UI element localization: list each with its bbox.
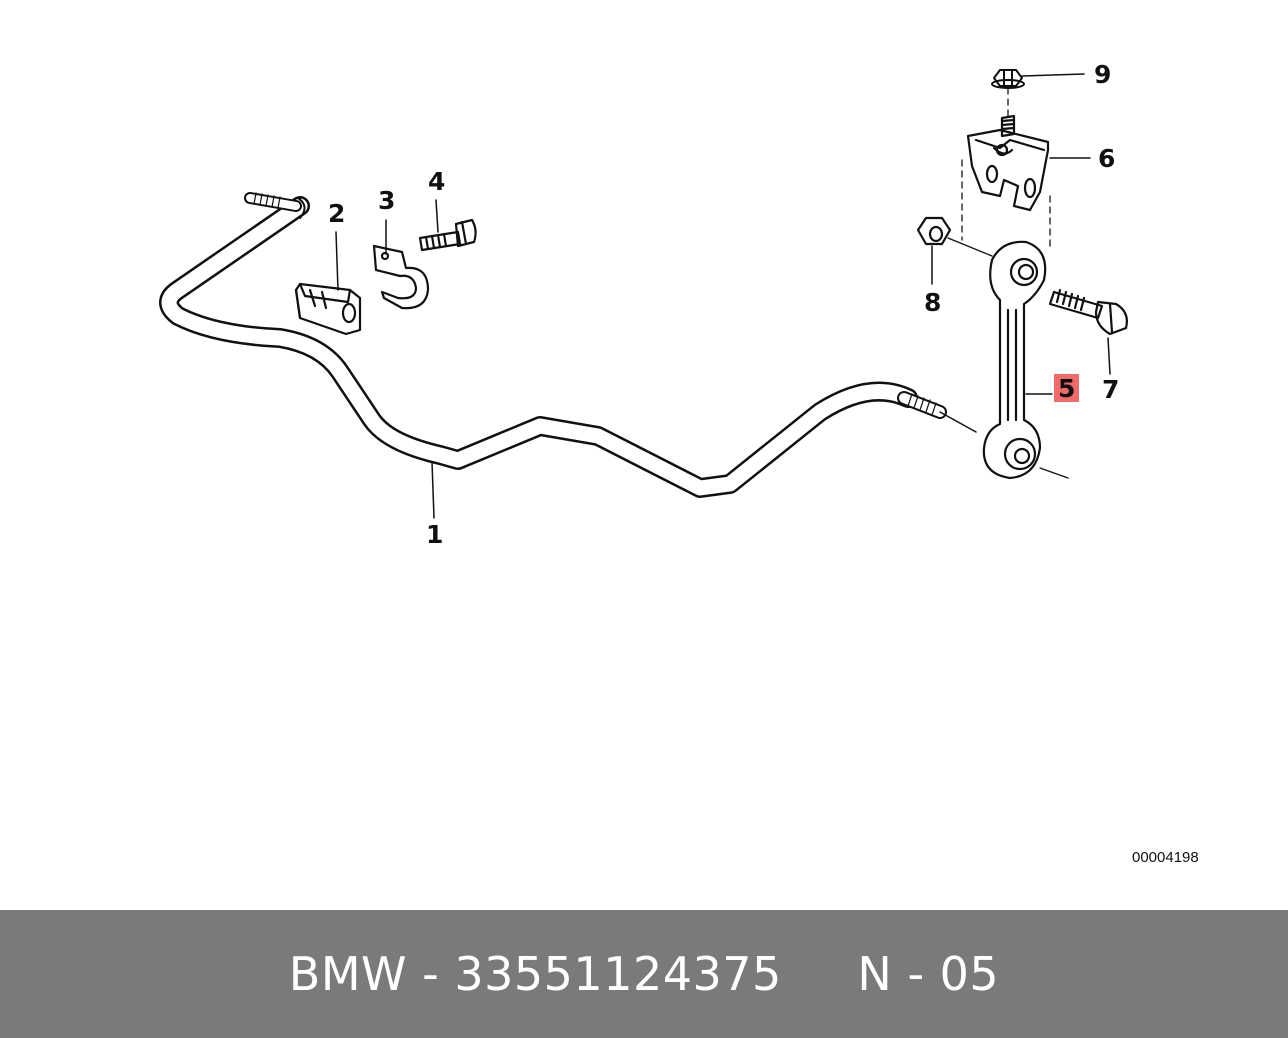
callout-2: 2 xyxy=(328,199,346,228)
callout-8: 8 xyxy=(924,288,942,317)
callout-3: 3 xyxy=(378,186,396,215)
footer-bar: BMW - 33551124375 N - 05 xyxy=(0,910,1288,1038)
callout-9: 9 xyxy=(1094,60,1112,89)
stabilizer-bar xyxy=(159,192,977,498)
leader-lines xyxy=(335,73,1111,519)
flange-nut xyxy=(991,69,1025,89)
image-code: 00004198 xyxy=(1132,849,1199,866)
callout-7: 7 xyxy=(1102,375,1120,404)
hex-nut xyxy=(916,216,952,246)
footer-text: BMW - 33551124375 N - 05 xyxy=(288,947,1000,1001)
bolt-4 xyxy=(418,218,477,252)
stabilizer-link xyxy=(982,240,1047,480)
clamp-bracket xyxy=(372,244,430,310)
rubber-bushing xyxy=(294,282,362,336)
parts-diagram xyxy=(159,69,1128,519)
bolt-7 xyxy=(1048,288,1128,336)
mounting-bracket xyxy=(966,114,1050,212)
callout-5: 5 xyxy=(1054,374,1080,402)
callout-6: 6 xyxy=(1098,144,1116,173)
assembly-lines xyxy=(961,87,1051,251)
callout-4: 4 xyxy=(428,167,446,196)
callout-1: 1 xyxy=(426,520,444,549)
